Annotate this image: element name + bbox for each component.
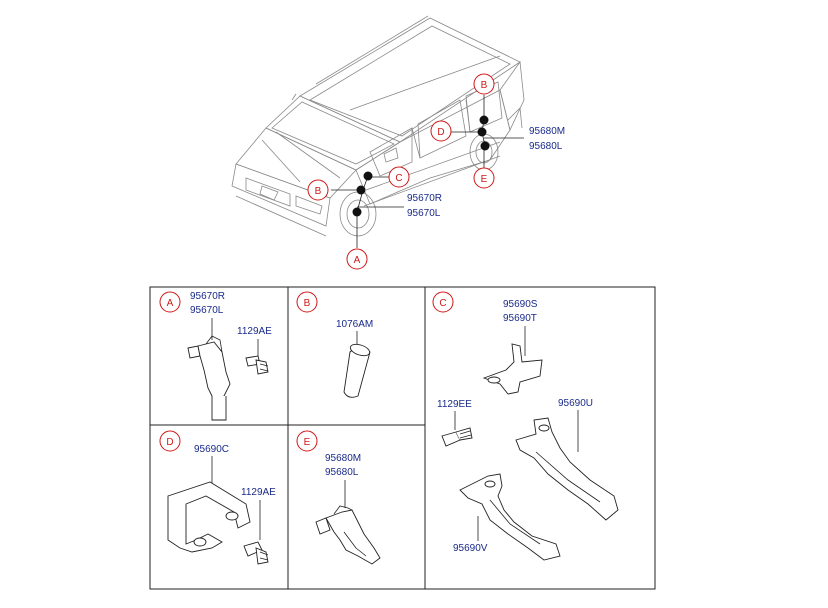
panel-a-part-r: 95670R — [190, 291, 225, 302]
panel-b-part: 1076AM — [336, 319, 373, 330]
cable-grommet — [343, 343, 371, 398]
callout-d-overview: D — [430, 120, 452, 142]
panel-a-part-l: 95670L — [190, 305, 224, 316]
bolt-c — [441, 427, 473, 447]
bolt-d — [243, 541, 269, 565]
panel-c-part-s: 95690S — [503, 299, 538, 310]
vehicle-illustration — [231, 15, 525, 237]
panel-d-part: 95690C — [194, 444, 229, 455]
panel-b: B 1076AM — [296, 291, 373, 398]
panel-b-letter: B — [304, 298, 311, 309]
bracket-s-t — [482, 343, 543, 395]
rear-part-number-l: 95680L — [529, 141, 563, 152]
svg-text:A: A — [354, 255, 361, 266]
panel-a-letter: A — [167, 298, 174, 309]
panel-e-part-l: 95680L — [325, 467, 359, 478]
panel-c-part-u: 95690U — [558, 398, 593, 409]
front-part-number-r: 95670R — [407, 193, 442, 204]
panel-a-fastener: 1129AE — [237, 326, 272, 337]
panel-c-fastener: 1129EE — [437, 399, 472, 410]
panel-c-part-v: 95690V — [453, 543, 488, 554]
panel-c-letter: C — [439, 298, 446, 309]
panel-a: A 95670R 95670L 1129AE — [159, 291, 272, 421]
rear-sensor-harness — [451, 95, 524, 170]
panel-d-fastener: 1129AE — [241, 487, 276, 498]
panel-d-letter: D — [166, 437, 173, 448]
callout-b-front-overview: B — [307, 179, 329, 201]
svg-text:B: B — [315, 186, 322, 197]
wheel-speed-sensor-front — [187, 335, 231, 421]
marker-dot-b-front — [356, 185, 366, 195]
callout-a-overview: A — [346, 248, 368, 270]
svg-text:E: E — [481, 174, 488, 185]
rear-part-number-m: 95680M — [529, 126, 565, 137]
front-part-number-l: 95670L — [407, 208, 441, 219]
panel-e-part-m: 95680M — [325, 453, 361, 464]
panel-d: D 95690C 1129AE — [159, 430, 276, 565]
svg-text:D: D — [437, 127, 444, 138]
svg-text:C: C — [395, 173, 402, 184]
detail-panel-grid — [149, 286, 656, 590]
panel-e-letter: E — [304, 437, 311, 448]
front-sensor-harness — [331, 171, 404, 248]
marker-dot-e — [480, 141, 490, 151]
marker-dot-b-rear — [479, 115, 489, 125]
callout-c-overview: C — [388, 166, 410, 188]
bracket-v — [459, 473, 561, 561]
bolt-a — [245, 355, 269, 375]
panel-c-part-t: 95690T — [503, 313, 537, 324]
callout-e-overview: E — [473, 167, 495, 189]
wheel-speed-sensor-rear — [315, 505, 381, 565]
svg-text:B: B — [481, 80, 488, 91]
panel-c: C 95690S 95690T 1129EE 95690U 95690V — [432, 291, 619, 561]
marker-dot-a — [352, 207, 362, 217]
marker-dot-d — [477, 127, 487, 137]
callout-b-rear-overview: B — [473, 73, 495, 95]
panel-e: E 95680M 95680L — [296, 430, 381, 565]
bracket-u — [515, 417, 619, 521]
marker-dot-c — [363, 171, 373, 181]
bracket-c — [167, 481, 251, 553]
